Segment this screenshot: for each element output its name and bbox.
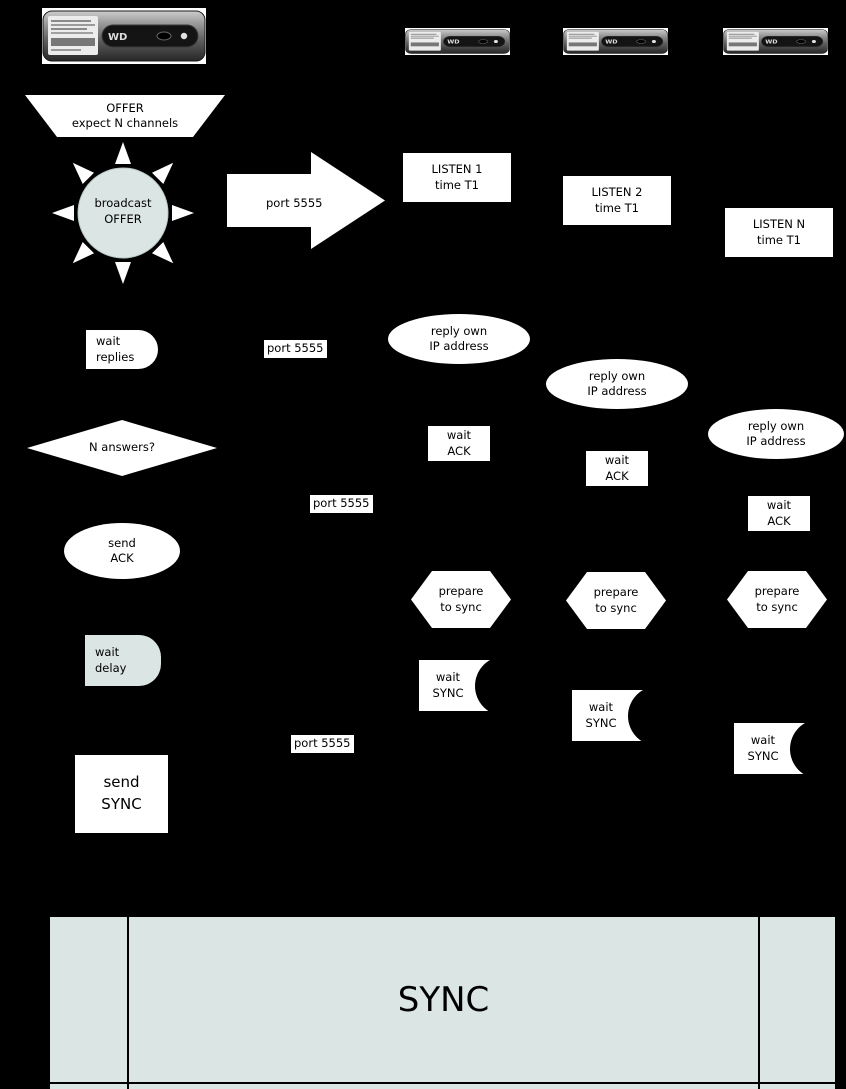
wait-sync-n: wait SYNC (734, 718, 846, 779)
reply-2-line2: IP address (587, 384, 647, 398)
wait-delay-line1: wait (95, 645, 120, 660)
sync-label: SYNC (397, 979, 490, 1020)
receiver-n-drive-image: WD (723, 28, 828, 55)
listen-2-line1: LISTEN 2 (591, 185, 643, 200)
wd-logo: WD (108, 32, 127, 43)
broadcast-line2: OFFER (104, 211, 142, 226)
prepare-sync-2: prepare to sync (566, 572, 666, 629)
wait-ack-2-line1: wait (604, 453, 630, 468)
n-answers-label: N answers? (89, 440, 155, 455)
wd-drive-icon: WD (723, 29, 828, 54)
prepare-n-line1: prepare (754, 584, 800, 599)
listen-2-line2: time T1 (595, 200, 639, 215)
sync-divider-left (127, 917, 129, 1089)
reply-ip-n: reply own IP address (708, 409, 844, 459)
broadcast-line1: broadcast (94, 196, 152, 210)
wait-sync-n-line1: wait (750, 733, 776, 748)
receiver-2-drive-image: WD (563, 28, 668, 55)
port-label-ack-row: port 5555 (310, 495, 373, 513)
wait-ack-1: wait ACK (428, 426, 490, 461)
wait-replies-box: wait replies (86, 330, 158, 369)
wd-logo: WD (447, 40, 460, 45)
prepare-n-line2: to sync (756, 599, 798, 614)
reply-n-line1: reply own (747, 418, 805, 433)
wait-ack-1-line2: ACK (447, 443, 471, 458)
reply-1-line1: reply own (430, 323, 488, 338)
wait-ack-2-line2: ACK (605, 468, 629, 483)
send-ack-node: send ACK (64, 523, 180, 579)
receiver-1-drive-image: WD (405, 28, 510, 55)
wd-drive-icon: WD (42, 10, 206, 62)
wd-drive-icon: WD (563, 29, 668, 54)
broadcast-arrow-icon (227, 152, 385, 249)
prepare-1-line2: to sync (440, 599, 482, 614)
listen-n-line1: LISTEN N (752, 217, 806, 232)
send-ack-line2: ACK (110, 551, 134, 565)
listen-2-box: LISTEN 2 time T1 (563, 176, 671, 225)
port-label-sync-row: port 5555 (291, 735, 354, 753)
wait-sync-2: wait SYNC (572, 685, 688, 746)
reply-ip-1: reply own IP address (388, 314, 530, 364)
broadcast-sun-icon (52, 142, 194, 284)
send-sync-node: send SYNC (75, 755, 168, 833)
port-label-reply-row: port 5555 (264, 340, 327, 358)
sync-timeline-bar: SYNC (50, 917, 835, 1089)
wait-sync-1-line1: wait (435, 670, 461, 685)
offer-line1: OFFER (106, 100, 144, 115)
wait-ack-n-line2: ACK (767, 513, 791, 528)
wd-drive-icon: WD (405, 29, 510, 54)
wd-logo: WD (605, 40, 618, 45)
wait-sync-1: wait SYNC (419, 655, 535, 716)
listen-n-line2: time T1 (757, 232, 801, 247)
wait-delay-node: wait delay (85, 635, 161, 686)
wait-ack-1-line1: wait (446, 428, 472, 443)
wd-logo: WD (765, 40, 778, 45)
reply-2-line1: reply own (588, 368, 646, 383)
offer-line2: expect N channels (71, 116, 179, 130)
prepare-sync-n: prepare to sync (727, 571, 827, 628)
listen-1-box: LISTEN 1 time T1 (403, 153, 511, 202)
wait-ack-n: wait ACK (748, 496, 810, 531)
sender-drive-image: WD (42, 8, 206, 64)
send-sync-line2: SYNC (101, 795, 142, 813)
sync-baseline (50, 1082, 835, 1084)
wait-delay-line2: delay (95, 660, 127, 675)
reply-1-line2: IP address (429, 339, 489, 353)
wait-replies-line1: wait (96, 334, 121, 349)
prepare-2-line2: to sync (595, 600, 637, 615)
wait-ack-2: wait ACK (586, 451, 648, 486)
listen-1-line2: time T1 (435, 177, 479, 192)
wait-replies-line2: replies (96, 349, 135, 364)
sync-divider-right (758, 917, 760, 1089)
send-sync-line1: send (103, 773, 140, 792)
wait-sync-n-line2: SYNC (747, 748, 779, 763)
prepare-2-line1: prepare (593, 585, 639, 600)
offer-banner: OFFER expect N channels (25, 95, 225, 137)
send-ack-line1: send (108, 535, 136, 550)
listen-n-box: LISTEN N time T1 (725, 208, 833, 257)
broadcast-offer-label: broadcast OFFER (73, 196, 173, 227)
wait-sync-2-line2: SYNC (585, 715, 617, 730)
listen-1-line1: LISTEN 1 (431, 162, 483, 177)
port-label-arrow: port 5555 (266, 196, 323, 210)
wait-sync-2-line1: wait (588, 700, 614, 715)
prepare-1-line1: prepare (438, 584, 484, 599)
prepare-sync-1: prepare to sync (411, 571, 511, 628)
n-answers-decision: N answers? (27, 420, 217, 476)
reply-n-line2: IP address (746, 434, 806, 448)
wait-ack-n-line1: wait (766, 498, 792, 513)
wait-sync-1-line2: SYNC (432, 685, 464, 700)
reply-ip-2: reply own IP address (546, 359, 688, 409)
